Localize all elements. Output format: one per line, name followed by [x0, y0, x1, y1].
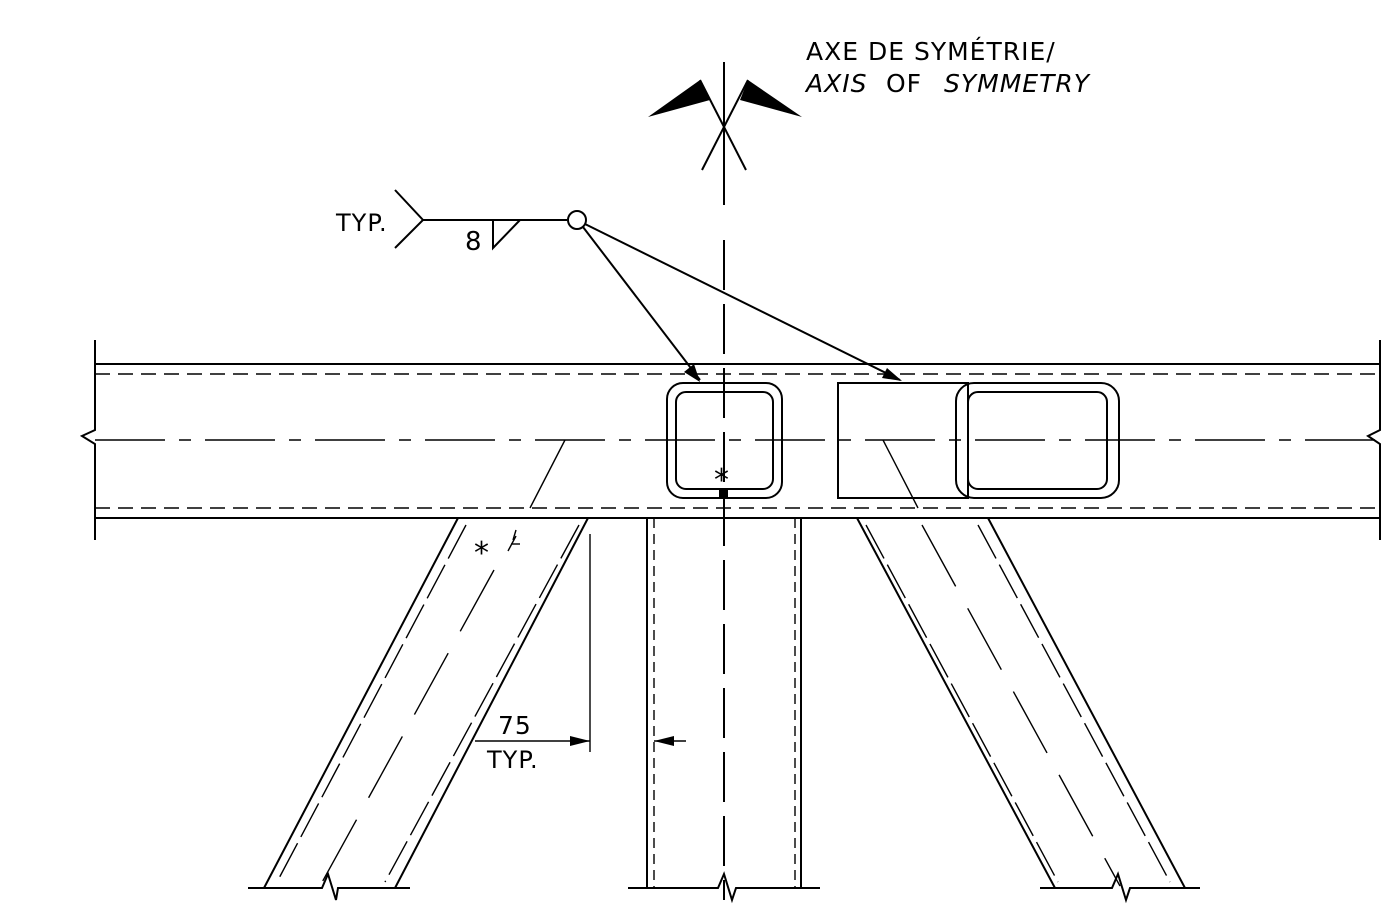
- arrowhead-icon: [882, 368, 902, 381]
- asterisk-marker: *: [474, 536, 490, 571]
- arrowhead-icon: [684, 364, 700, 382]
- axis-title-french: AXE DE SYMÉTRIE/: [806, 37, 1056, 66]
- center-vertical-post: [628, 518, 820, 904]
- horizontal-beam: [79, 340, 1381, 540]
- right-brace-centerline-extension: [882, 439, 919, 509]
- axis-title-english-3: SYMMETRY: [944, 69, 1091, 98]
- asterisk-marker: *: [714, 463, 730, 498]
- axis-title-english-1: AXIS: [804, 69, 867, 98]
- weld-flag-icon: [507, 529, 520, 552]
- dimension-arrow-icon: [570, 736, 590, 746]
- axis-title-english-2: OF: [886, 69, 922, 98]
- dimension-value: 75: [498, 711, 532, 740]
- left-diagonal-brace: [248, 517, 589, 901]
- dimension-note: TYP.: [486, 746, 539, 774]
- weld-leader-arrow-2: [584, 223, 901, 381]
- dimension-arrow-icon: [654, 736, 674, 746]
- weld-size: 8: [465, 227, 483, 257]
- left-flag-icon: [648, 80, 710, 117]
- weld-leader-arrow-1: [582, 226, 701, 381]
- right-flag-icon: [740, 80, 802, 117]
- right-diagonal-brace: [856, 517, 1200, 904]
- weld-symbol: [394, 189, 587, 251]
- axis-marker: [699, 79, 749, 171]
- weld-start-marker: [719, 489, 728, 498]
- weld-tail-note: TYP.: [335, 209, 388, 237]
- rectangular-tube-section: [955, 382, 1120, 499]
- left-brace-centerline-extension: [529, 439, 566, 509]
